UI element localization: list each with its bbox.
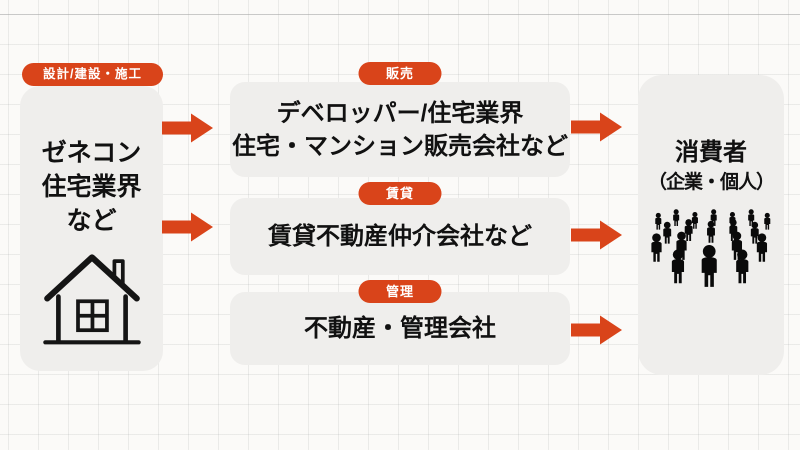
rental-tag: 賃貸 [358, 182, 442, 205]
sales-box: デベロッパー/住宅業界 住宅・マンション販売会社など [230, 82, 570, 177]
source-line-3: など [66, 207, 117, 235]
arrow-rental-to-consumer [571, 220, 622, 250]
source-line-1: ゼネコン [41, 139, 142, 167]
arrow-source-to-rental [162, 212, 213, 242]
consumer-line-1: 消費者 [675, 139, 747, 166]
crowd-icon [651, 209, 771, 287]
management-tag: 管理 [358, 280, 442, 303]
consumer-box: 消費者 （企業・個人） [638, 75, 784, 375]
rental-line-1: 賃貸不動産仲介会社など [268, 223, 532, 250]
source-box: ゼネコン 住宅業界 など [20, 86, 163, 371]
arrow-management-to-consumer [571, 315, 622, 345]
sales-line-1: デベロッパー/住宅業界 [276, 99, 524, 127]
management-box: 不動産・管理会社 [230, 292, 570, 365]
sales-tag: 販売 [358, 62, 442, 85]
sales-line-2: 住宅・マンション販売会社など [232, 132, 568, 160]
house-icon [42, 254, 141, 345]
source-tag: 設計/建設・施工 [22, 63, 163, 86]
source-line-2: 住宅業界 [41, 173, 142, 201]
rental-box: 賃貸不動産仲介会社など [230, 198, 570, 275]
consumer-line-2: （企業・個人） [647, 172, 775, 193]
management-line-1: 不動産・管理会社 [304, 315, 496, 342]
arrow-source-to-sales [162, 113, 213, 143]
arrow-sales-to-consumer [571, 112, 622, 142]
